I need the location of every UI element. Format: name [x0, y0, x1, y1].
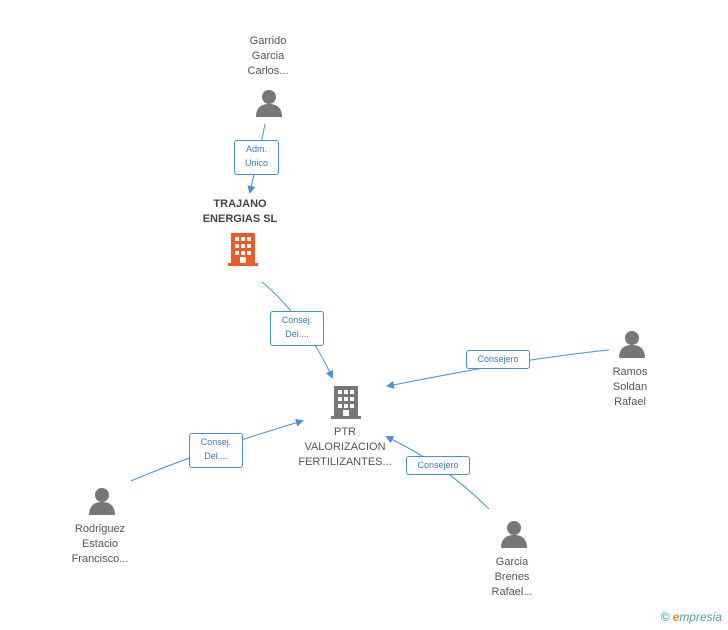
label-line: Garcia — [251, 50, 285, 62]
person-icon[interactable] — [256, 90, 282, 117]
edge-label-line: Adm. — [245, 144, 267, 154]
edge-label-line: Consej. — [200, 437, 232, 447]
label-line: Brenes — [494, 571, 530, 583]
label-line: FERTILIZANTES... — [298, 456, 392, 468]
node-label-rodriguez[interactable]: Rodriguez Estacio Francisco... — [55, 522, 145, 567]
company-building-icon[interactable] — [331, 386, 361, 419]
edge-label-line: Consejero — [477, 354, 519, 364]
label-line: Rafael — [614, 396, 646, 408]
label-line: Garrido — [249, 35, 287, 47]
label-line: ENERGIAS SL — [202, 213, 278, 225]
company-building-icon-highlight[interactable] — [228, 233, 258, 266]
person-icon[interactable] — [619, 331, 645, 358]
edge-label-line: Unico — [244, 158, 268, 168]
node-label-ramos[interactable]: Ramos Soldan Rafael — [594, 365, 666, 410]
node-label-trajano[interactable]: TRAJANO ENERGIAS SL — [190, 197, 290, 227]
label-line: Francisco... — [71, 553, 129, 565]
label-line: TRAJANO — [213, 198, 267, 210]
empresia-watermark[interactable]: ©empresia — [661, 610, 722, 624]
copyright-symbol: © — [660, 610, 670, 624]
edge-label-garrido-trajano[interactable]: Adm. Unico — [234, 140, 279, 175]
label-line: PTR — [334, 426, 356, 438]
label-line: Estacio — [81, 538, 119, 550]
label-line: Soldan — [612, 381, 648, 393]
edge-label-line: Del.... — [285, 329, 309, 339]
edge-label-ramos-ptr[interactable]: Consejero — [466, 350, 530, 369]
label-line: Rafael... — [491, 586, 533, 598]
label-line: Ramos — [612, 366, 648, 378]
edge-label-line: Del.... — [204, 451, 228, 461]
label-line: Rodriguez — [74, 523, 126, 535]
edge-label-garcia-ptr[interactable]: Consejero — [406, 456, 470, 475]
person-icon[interactable] — [501, 521, 527, 548]
brand-initial: e — [672, 610, 680, 624]
edge-label-rodriguez-ptr[interactable]: Consej. Del.... — [189, 433, 243, 468]
brand-name: mpresia — [679, 610, 722, 624]
node-label-garcia[interactable]: Garcia Brenes Rafael... — [472, 555, 552, 600]
label-line: Garcia — [495, 556, 529, 568]
label-line: VALORIZACION — [304, 441, 386, 453]
edge-label-trajano-ptr[interactable]: Consej. Del.... — [270, 311, 324, 346]
edge-label-line: Consej. — [281, 315, 313, 325]
label-line: Carlos... — [247, 65, 289, 77]
node-label-garrido[interactable]: Garrido Garcia Carlos... — [228, 34, 308, 79]
person-icon[interactable] — [89, 488, 115, 515]
edge-label-line: Consejero — [417, 460, 459, 470]
node-label-ptr[interactable]: PTR VALORIZACION FERTILIZANTES... — [290, 425, 400, 470]
